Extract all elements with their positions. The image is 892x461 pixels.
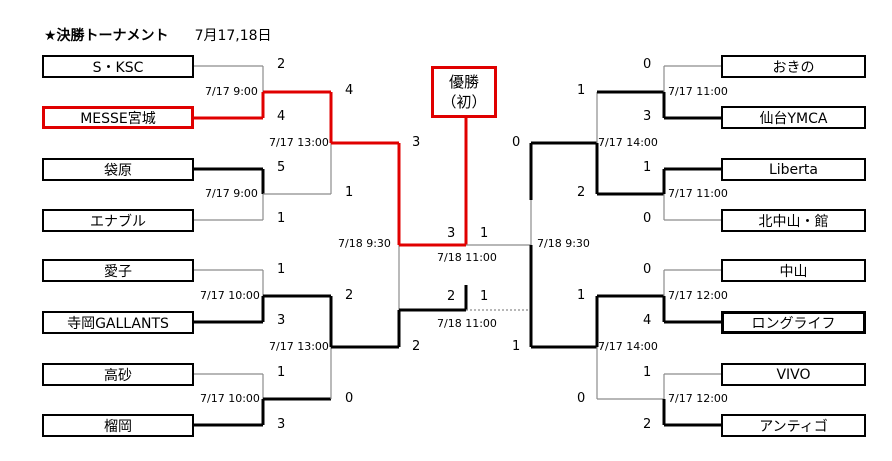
score-r-r2m1-top: 1 (577, 83, 586, 98)
team-right-4[interactable]: 北中山・館 (721, 209, 866, 232)
score-final-left: 3 (447, 226, 456, 241)
team-left-3[interactable]: 袋原 (42, 158, 194, 181)
score-r-r1m4-top: 1 (643, 365, 652, 380)
score-third-right: 1 (480, 289, 489, 304)
score-r-r1m4-bot: 2 (643, 417, 652, 432)
team-right-8[interactable]: アンティゴ (721, 414, 866, 437)
champion-note: （初） (441, 93, 487, 111)
team-left-4[interactable]: エナブル (42, 209, 194, 232)
score-l-r1m1-bot: 4 (277, 109, 286, 124)
time-l-r3: 7/18 9:30 (338, 237, 391, 250)
time-l-r2m1: 7/17 13:00 (269, 136, 329, 149)
time-r-r2m1: 7/17 14:00 (598, 136, 658, 149)
score-r-r1m2-bot: 0 (643, 211, 652, 226)
score-r-r2m1-bot: 2 (577, 185, 586, 200)
score-l-r2m1-top: 4 (345, 83, 354, 98)
time-l-r2m2: 7/17 13:00 (269, 340, 329, 353)
team-right-2[interactable]: 仙台YMCA (721, 106, 866, 129)
score-r-r3-top: 0 (512, 135, 521, 150)
time-l-r1m2: 7/17 9:00 (205, 187, 258, 200)
time-final: 7/18 11:00 (437, 251, 497, 264)
team-right-3[interactable]: Liberta (721, 158, 866, 181)
page-title: ★決勝トーナメント 7月17,18日 (44, 25, 272, 45)
time-r-r1m4: 7/17 12:00 (668, 392, 728, 405)
team-right-7[interactable]: VIVO (721, 363, 866, 386)
score-l-r3-bot: 2 (412, 339, 421, 354)
score-r-r2m2-top: 1 (577, 288, 586, 303)
score-r-r1m2-top: 1 (643, 160, 652, 175)
time-r-r3: 7/18 9:30 (537, 237, 590, 250)
time-l-r1m4: 7/17 10:00 (200, 392, 260, 405)
time-r-r2m2: 7/17 14:00 (598, 340, 658, 353)
tournament-title: ★決勝トーナメント (44, 28, 169, 44)
score-r-r1m1-top: 0 (643, 57, 652, 72)
score-l-r1m3-bot: 3 (277, 313, 286, 328)
score-r-r1m3-top: 0 (643, 262, 652, 277)
score-l-r2m2-bot: 0 (345, 391, 354, 406)
team-left-7[interactable]: 高砂 (42, 363, 194, 386)
score-l-r2m1-bot: 1 (345, 185, 354, 200)
time-r-r1m3: 7/17 12:00 (668, 289, 728, 302)
score-final-right: 1 (480, 226, 489, 241)
score-l-r3-top: 3 (412, 135, 421, 150)
team-left-2[interactable]: MESSE宮城 (42, 106, 194, 129)
score-l-r1m4-top: 1 (277, 365, 286, 380)
team-left-6[interactable]: 寺岡GALLANTS (42, 311, 194, 334)
team-right-6[interactable]: ロングライフ (721, 311, 866, 334)
team-left-5[interactable]: 愛子 (42, 259, 194, 282)
score-l-r1m2-bot: 1 (277, 211, 286, 226)
time-third: 7/18 11:00 (437, 317, 497, 330)
champion-box: 優勝 （初） (431, 66, 497, 118)
tournament-dates: 7月17,18日 (194, 28, 272, 44)
team-right-1[interactable]: おきの (721, 55, 866, 78)
score-l-r1m2-top: 5 (277, 160, 286, 175)
team-left-8[interactable]: 榴岡 (42, 414, 194, 437)
score-r-r2m2-bot: 0 (577, 391, 586, 406)
time-l-r1m1: 7/17 9:00 (205, 85, 258, 98)
champion-label: 優勝 (448, 73, 479, 91)
time-l-r1m3: 7/17 10:00 (200, 289, 260, 302)
team-left-1[interactable]: S・KSC (42, 55, 194, 78)
score-l-r2m2-top: 2 (345, 288, 354, 303)
time-r-r1m2: 7/17 11:00 (668, 187, 728, 200)
score-r-r1m1-bot: 3 (643, 109, 652, 124)
score-l-r1m1-top: 2 (277, 57, 286, 72)
score-third-left: 2 (447, 289, 456, 304)
score-l-r1m3-top: 1 (277, 262, 286, 277)
team-right-5[interactable]: 中山 (721, 259, 866, 282)
score-r-r3-bot: 1 (512, 339, 521, 354)
score-l-r1m4-bot: 3 (277, 417, 286, 432)
time-r-r1m1: 7/17 11:00 (668, 85, 728, 98)
score-r-r1m3-bot: 4 (643, 313, 652, 328)
